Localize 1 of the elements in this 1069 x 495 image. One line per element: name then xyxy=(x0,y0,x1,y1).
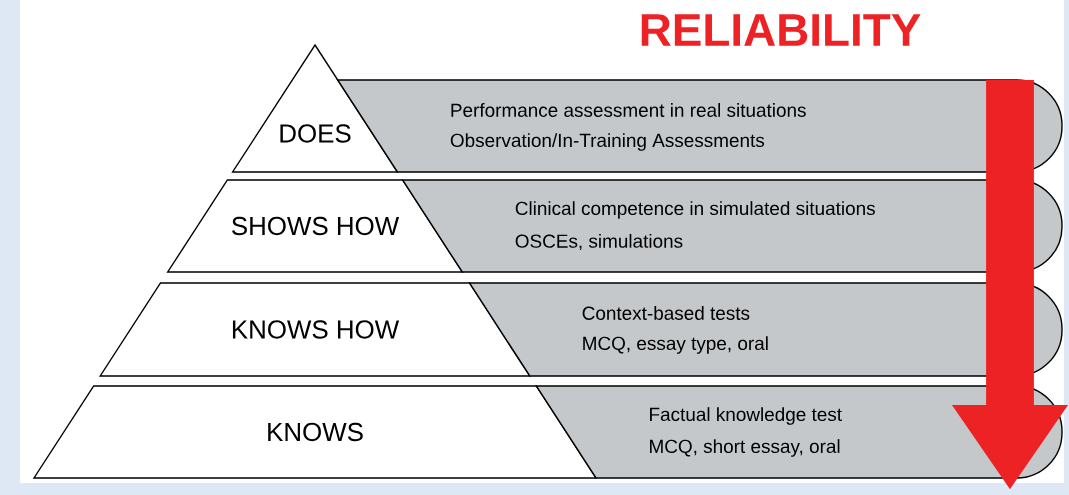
title: RELIABILITY xyxy=(641,14,921,46)
